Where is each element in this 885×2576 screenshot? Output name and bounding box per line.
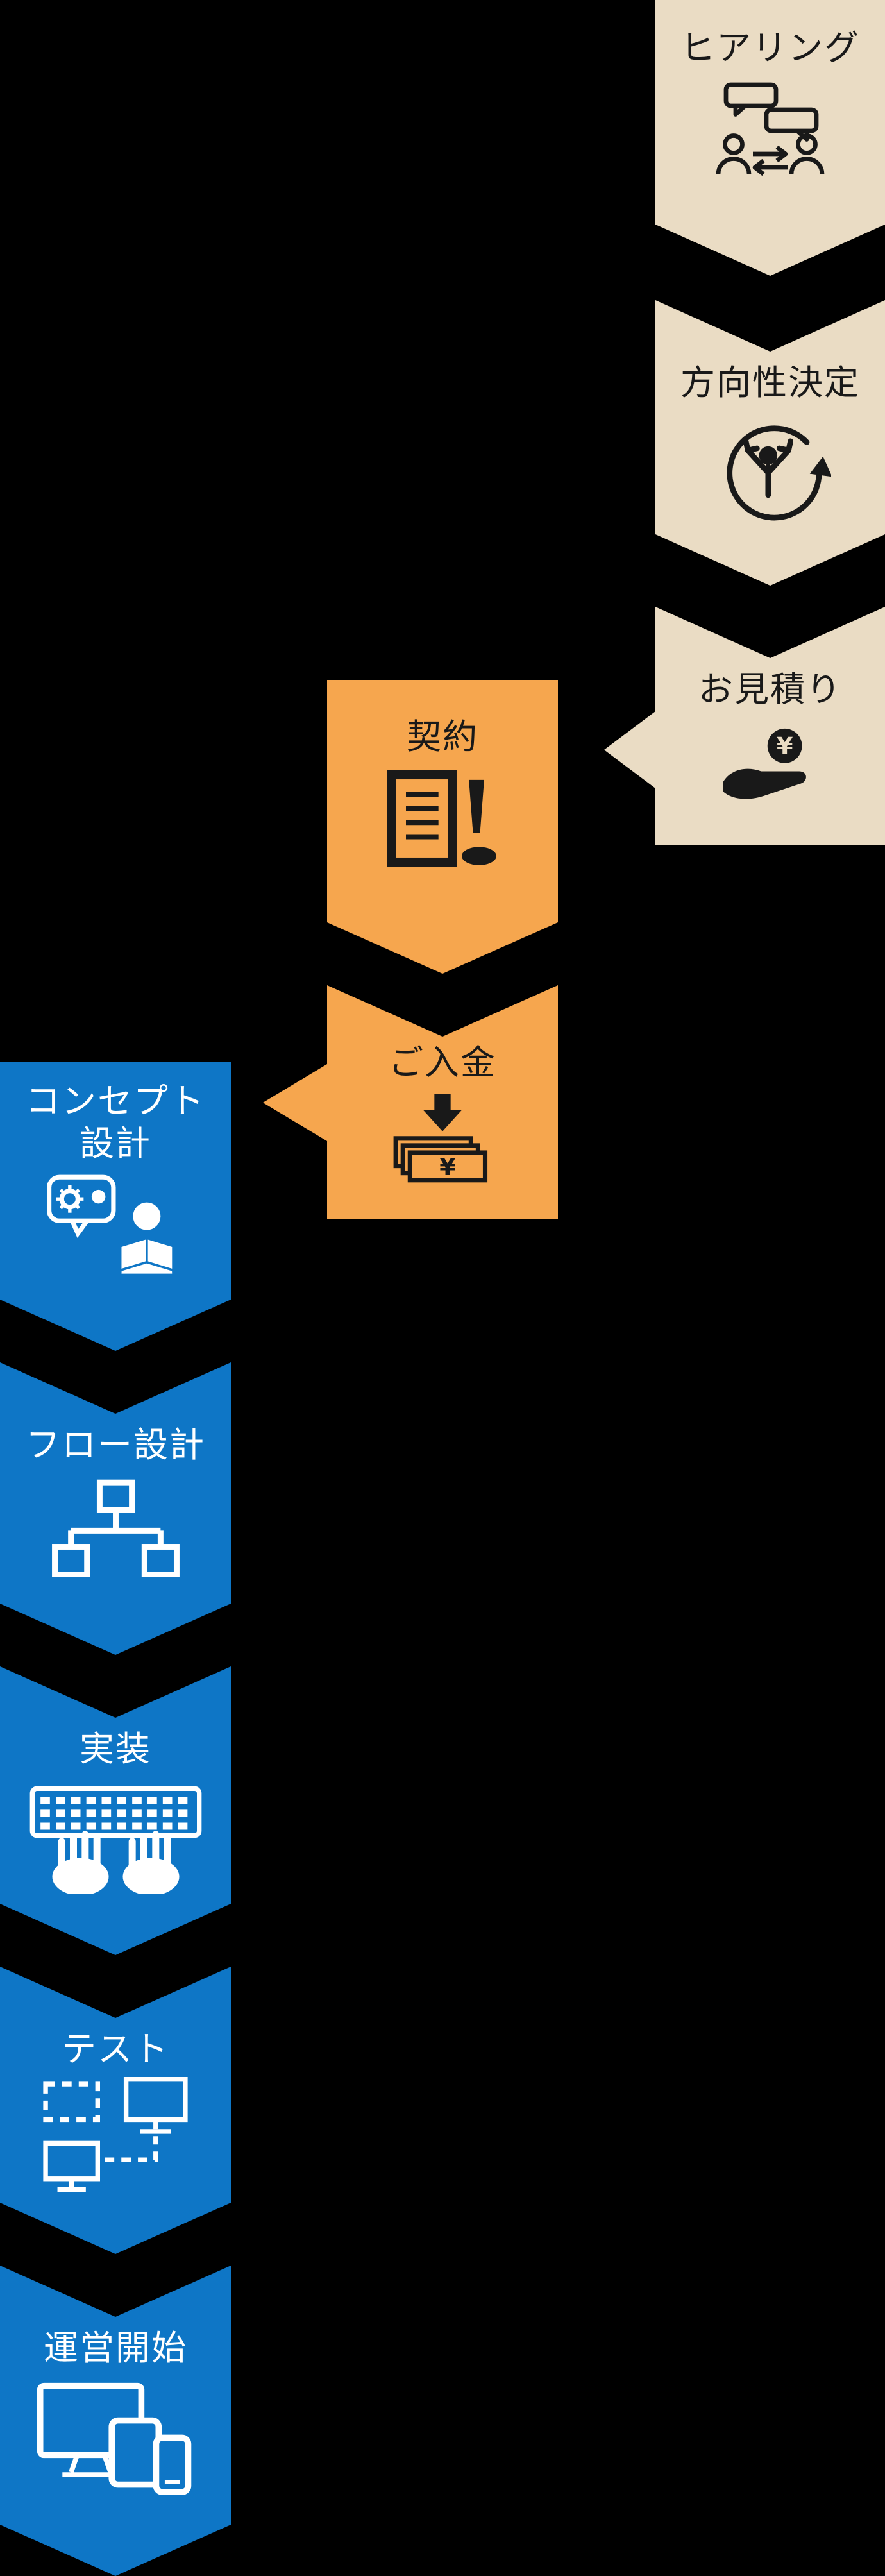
concept-design-icon bbox=[46, 1174, 174, 1274]
yen-symbol: ¥ bbox=[777, 733, 793, 760]
step-launch: 運営開始 bbox=[0, 2266, 231, 2576]
typing-icon bbox=[30, 1786, 201, 1895]
sitemap-icon bbox=[51, 1479, 180, 1577]
contract-document-icon bbox=[387, 770, 496, 867]
step-implementation: 実装 bbox=[0, 1666, 231, 1955]
step-label: フロー設計 bbox=[26, 1425, 205, 1465]
step-label: 運営開始 bbox=[44, 2328, 187, 2368]
interview-icon bbox=[716, 82, 825, 176]
step-flow-design: フロー設計 bbox=[0, 1362, 231, 1655]
direction-decision-icon bbox=[727, 425, 831, 521]
step-payment: ご入金 ¥ bbox=[263, 985, 558, 1219]
yen-symbol: ¥ bbox=[439, 1153, 455, 1181]
step-direction-decision: 方向性決定 bbox=[655, 300, 885, 586]
deposit-icon: ¥ bbox=[393, 1094, 488, 1183]
step-label: ヒアリング bbox=[680, 28, 860, 68]
step-hearing: ヒアリング bbox=[655, 0, 885, 276]
devices-icon bbox=[37, 2382, 192, 2495]
step-label: コンセプト設計 bbox=[26, 1081, 205, 1164]
step-label: 実装 bbox=[80, 1729, 151, 1769]
step-estimate: お見積り ¥ bbox=[604, 607, 885, 845]
step-contract: 契約 bbox=[327, 680, 558, 974]
yen-hand-icon: ¥ bbox=[723, 728, 806, 799]
step-label: 契約 bbox=[407, 716, 478, 757]
step-label: ご入金 bbox=[389, 1042, 496, 1083]
monitors-icon bbox=[43, 2077, 188, 2192]
step-label: お見積り bbox=[698, 669, 842, 709]
step-test: テスト bbox=[0, 1967, 231, 2254]
step-concept-design: コンセプト設計 bbox=[0, 1062, 231, 1351]
step-label: テスト bbox=[62, 2029, 169, 2069]
step-label: 方向性決定 bbox=[680, 362, 860, 403]
